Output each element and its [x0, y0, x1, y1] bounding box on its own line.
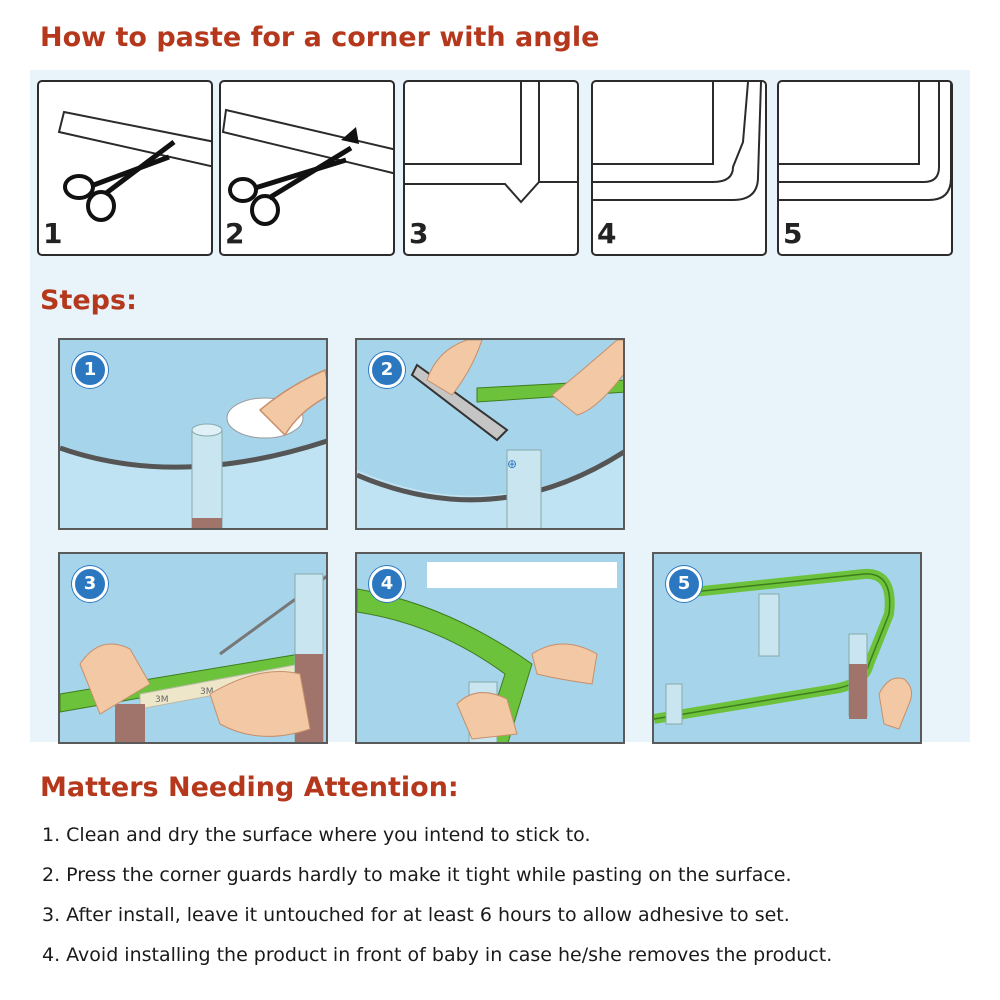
step-2-illustration: ⊕ 2: [355, 338, 625, 530]
corner-panel-number: 5: [783, 217, 803, 250]
corner-panel-3: 3: [403, 80, 579, 256]
corner-panel-2: 2: [219, 80, 395, 256]
tape-label: 3M: [155, 695, 169, 705]
step-4-illustration: 4: [355, 552, 625, 744]
matters-heading: Matters Needing Attention:: [40, 772, 459, 803]
scissors-icon: [63, 140, 176, 222]
scissors-icon: [228, 145, 353, 226]
step-number-badge: 2: [369, 352, 405, 388]
step-number-badge: 3: [72, 566, 108, 602]
svg-text:⊕: ⊕: [507, 457, 517, 471]
corner-panel-1: 1: [37, 80, 213, 256]
corner-panel-4: 4: [591, 80, 767, 256]
step-number-badge: 4: [369, 566, 405, 602]
steps-heading: Steps:: [40, 285, 137, 316]
attention-item: 4. Avoid installing the product in front…: [42, 944, 833, 966]
attention-item: 2. Press the corner guards hardly to mak…: [42, 864, 792, 886]
corner-panel-5: 5: [777, 80, 953, 256]
attention-item: 1. Clean and dry the surface where you i…: [42, 824, 591, 846]
corner-panel-number: 2: [225, 217, 245, 250]
corner-panel-number: 3: [409, 217, 429, 250]
attention-list: 1. Clean and dry the surface where you i…: [42, 820, 832, 980]
step-1-illustration: 1: [58, 338, 328, 530]
corner-panel-number: 1: [43, 217, 63, 250]
step-number-badge: 1: [72, 352, 108, 388]
tape-label: 3M: [200, 687, 214, 697]
attention-item: 3. After install, leave it untouched for…: [42, 904, 790, 926]
step-5-illustration: 5: [652, 552, 922, 744]
step-number-badge: 5: [666, 566, 702, 602]
corner-panel-number: 4: [597, 217, 617, 250]
step-3-illustration: 3M 3M 3M 3: [58, 552, 328, 744]
corner-heading: How to paste for a corner with angle: [40, 22, 600, 53]
